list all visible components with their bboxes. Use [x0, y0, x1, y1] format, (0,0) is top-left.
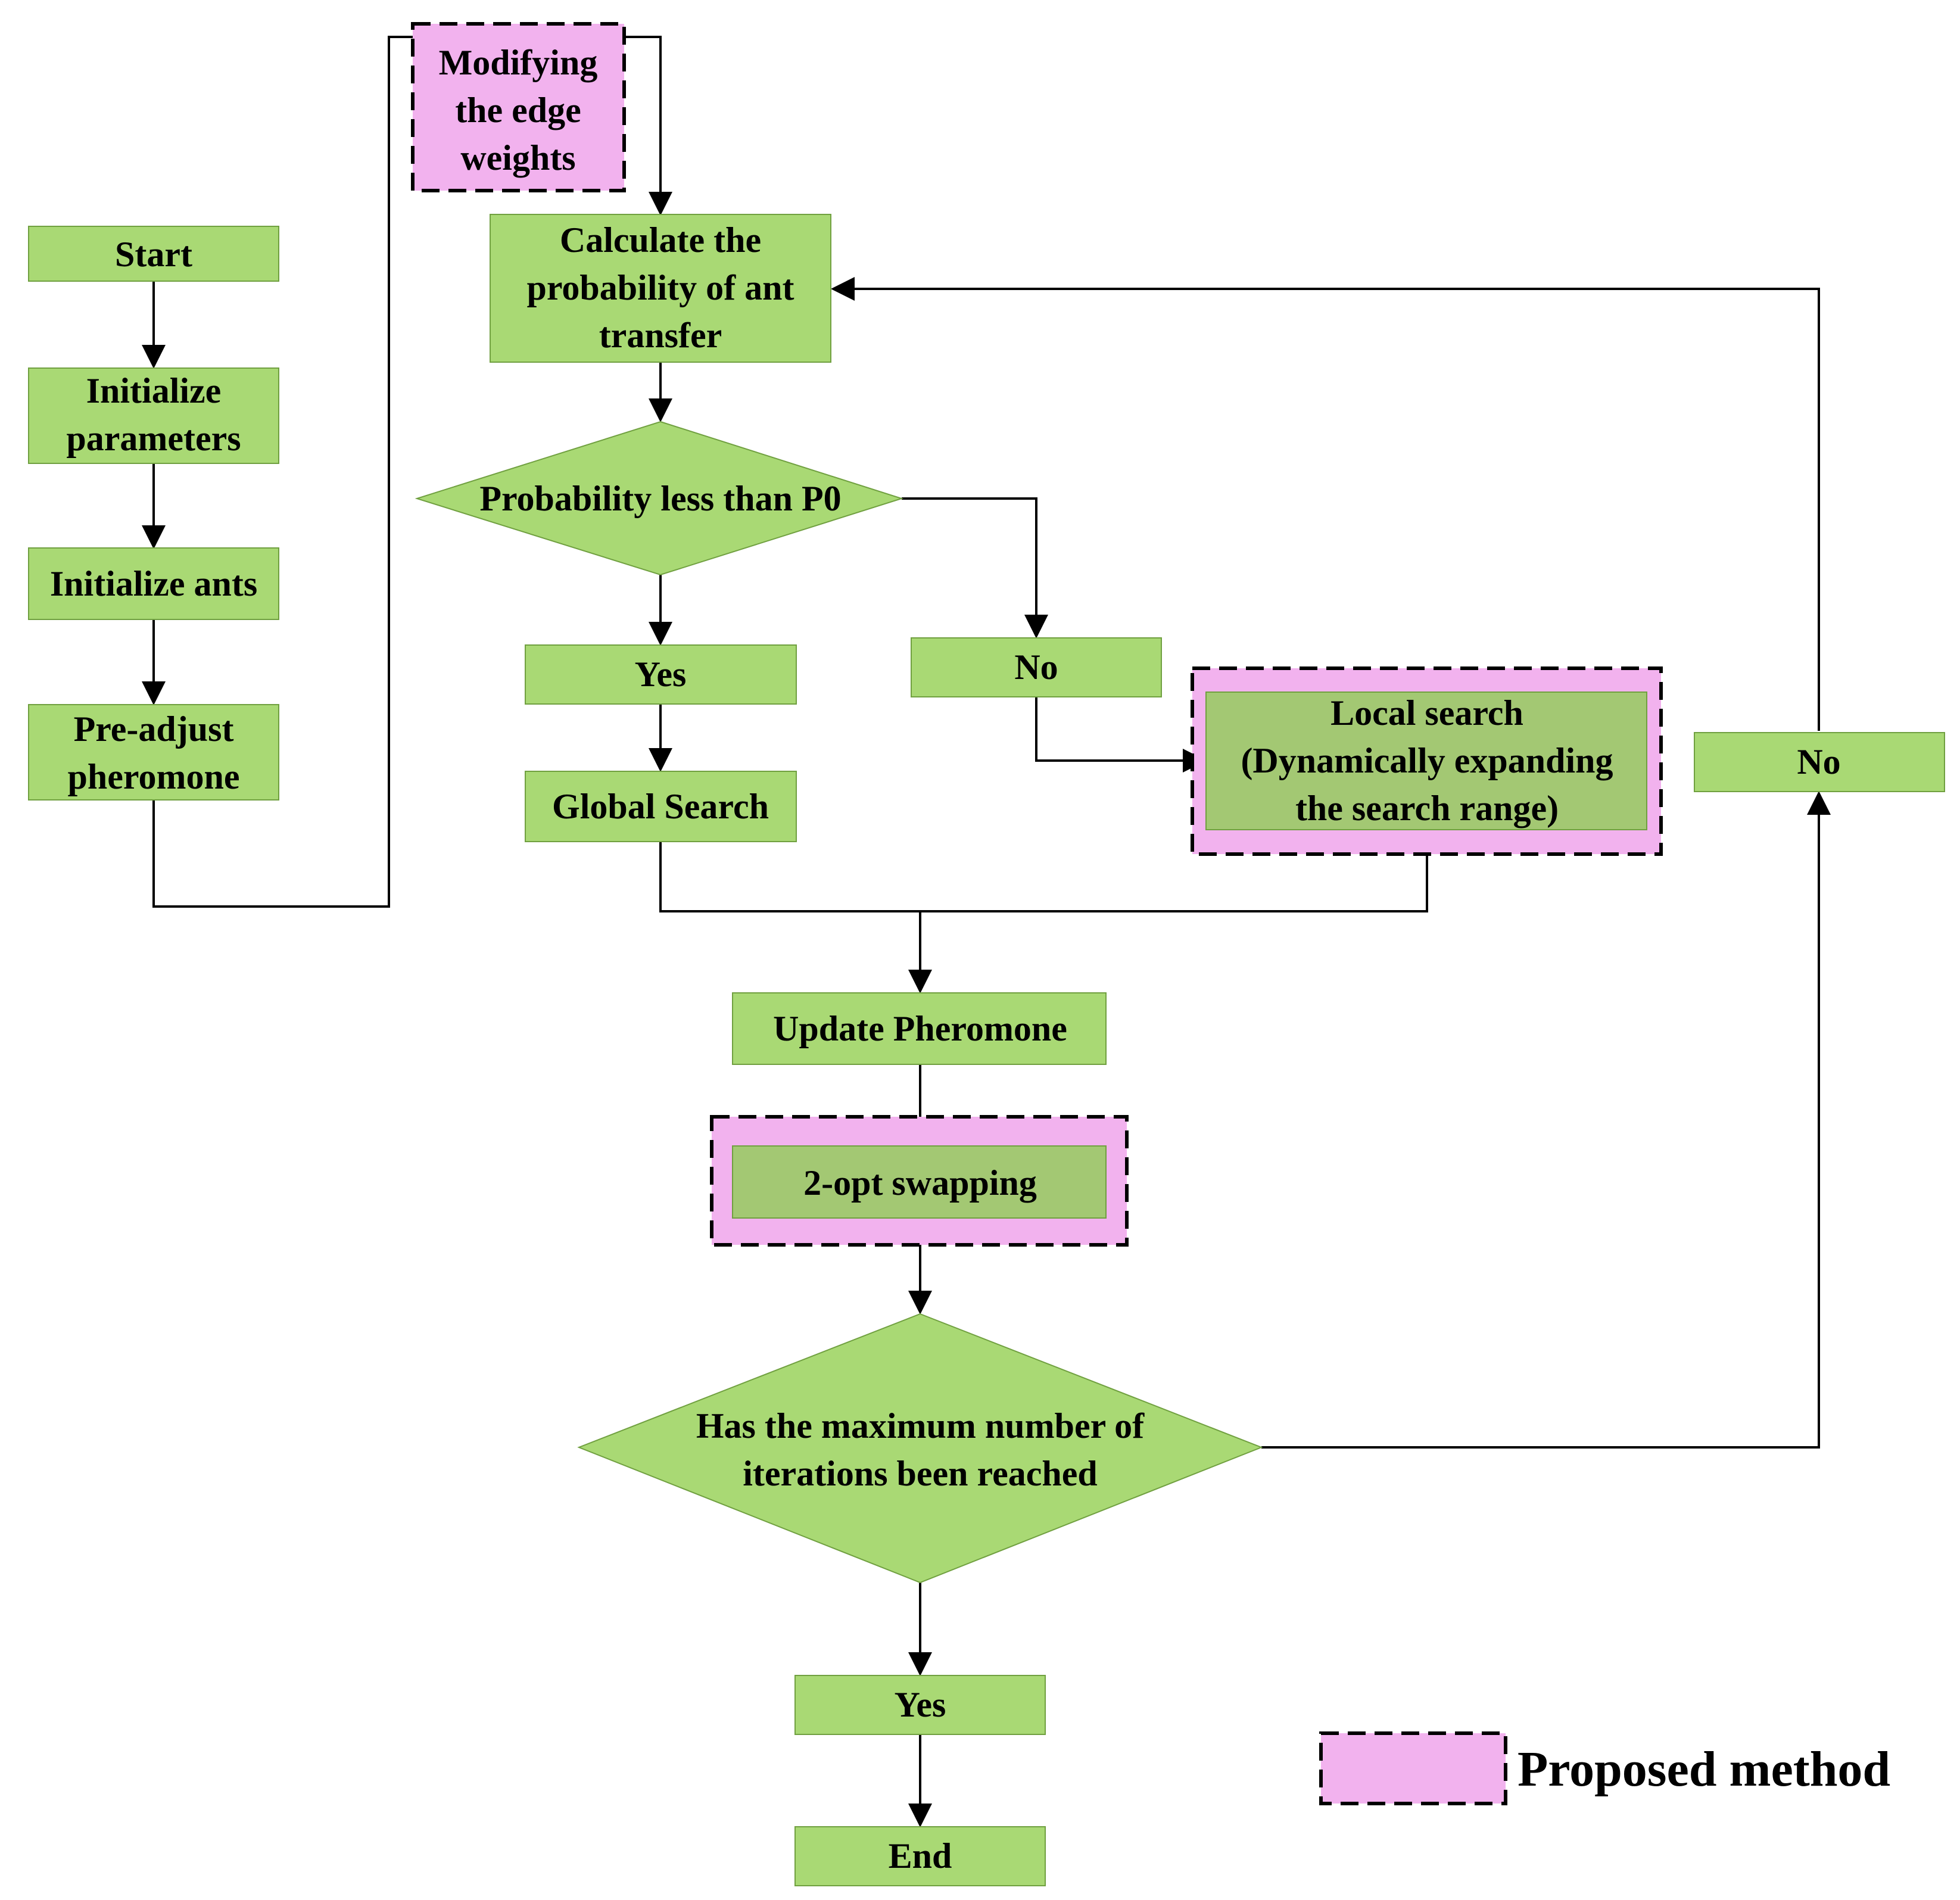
node-start: Start	[28, 226, 279, 282]
node-end-label: End	[889, 1836, 952, 1876]
legend-swatch	[1319, 1731, 1507, 1805]
node-modifying-edge-weights-line-2: the edge	[455, 91, 581, 130]
node-local-search-line-2: (Dynamically expanding	[1241, 741, 1613, 780]
node-pre-adjust-pheromone: Pre-adjust pheromone	[28, 704, 279, 801]
node-loop-no: No	[1694, 732, 1945, 792]
node-calculate-probability-line-3: transfer	[599, 316, 722, 355]
node-calculate-probability: Calculate the probability of ant transfe…	[490, 214, 831, 363]
node-loop-no-label: No	[1797, 742, 1840, 781]
node-pre-adjust-pheromone-line-1: Pre-adjust	[74, 709, 234, 749]
node-2opt-swapping-label: 2-opt swapping	[803, 1163, 1037, 1203]
node-start-label: Start	[115, 235, 192, 274]
edge-max-iter-to-loop-no	[1261, 791, 1831, 1449]
node-global-search-label: Global Search	[552, 787, 769, 826]
edge-pre-adjust-to-calc-prob	[152, 36, 672, 908]
node-max-iterations-decision: Has the maximum number of iterations bee…	[577, 1313, 1263, 1584]
node-initialize-ants: Initialize ants	[28, 547, 279, 620]
legend-label: Proposed method	[1517, 1742, 1890, 1797]
node-no-branch-label: No	[1014, 647, 1058, 687]
edge-decision-to-no	[902, 497, 1048, 638]
node-pre-adjust-pheromone-line-2: pheromone	[68, 757, 240, 796]
node-local-search-line-1: Local search	[1330, 693, 1523, 733]
node-yes-branch-label: Yes	[635, 655, 687, 694]
node-probability-decision-label: Probability less than P0	[479, 479, 841, 518]
legend: Proposed method	[1319, 1731, 1890, 1805]
node-update-pheromone-label: Update Pheromone	[773, 1009, 1067, 1048]
node-max-iterations-decision-line-2: iterations been reached	[743, 1454, 1097, 1493]
node-yes-branch: Yes	[525, 644, 797, 705]
node-modifying-edge-weights: Modifying the edge weights	[411, 22, 626, 192]
node-calculate-probability-line-2: probability of ant	[527, 268, 794, 307]
edge-no-to-local-search	[1035, 697, 1207, 773]
node-local-search-line-3: the search range)	[1295, 789, 1559, 828]
node-modifying-edge-weights-line-1: Modifying	[439, 43, 598, 82]
node-2opt-swapping: 2-opt swapping	[710, 1115, 1129, 1247]
node-no-branch: No	[911, 637, 1162, 697]
node-calculate-probability-line-1: Calculate the	[560, 220, 761, 260]
edge-loop-no-to-calc-prob	[831, 277, 1820, 731]
node-local-search: Local search (Dynamically expanding the …	[1191, 666, 1663, 856]
node-global-search: Global Search	[525, 771, 797, 842]
node-update-pheromone: Update Pheromone	[732, 992, 1107, 1065]
node-final-yes: Yes	[794, 1675, 1046, 1735]
node-probability-decision: Probability less than P0	[415, 421, 904, 576]
node-initialize-ants-label: Initialize ants	[50, 564, 257, 603]
node-final-yes-label: Yes	[895, 1685, 946, 1724]
edge-global-search-to-merge	[659, 830, 1428, 912]
node-initialize-parameters-line-2: parameters	[66, 419, 241, 458]
node-initialize-parameters: Initialize parameters	[28, 367, 279, 464]
node-initialize-parameters-line-1: Initialize	[86, 371, 222, 410]
node-max-iterations-decision-line-1: Has the maximum number of	[696, 1406, 1145, 1446]
node-end: End	[794, 1826, 1046, 1886]
node-modifying-edge-weights-line-3: weights	[460, 138, 575, 177]
